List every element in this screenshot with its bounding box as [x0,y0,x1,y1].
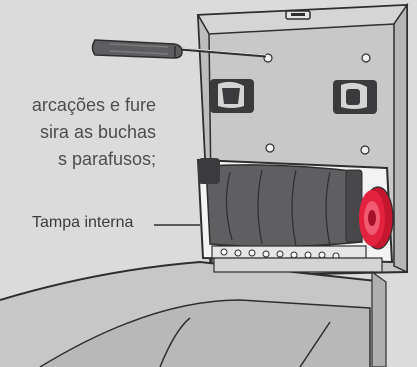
instruction-line-3: s parafusos; [57,149,156,169]
mounting-hole [265,143,275,153]
front-lid [0,257,387,367]
mounting-hole [361,53,371,63]
inner-cover [196,158,394,264]
screwdriver-icon [91,39,267,59]
hinge-right [333,80,377,114]
hinge-left [210,79,254,113]
inner-cover-label: Tampa interna [32,214,134,231]
mounting-hole [360,145,370,155]
instruction-text: arcações e fure sira as buchas s parafus… [0,92,156,173]
instruction-line-1: arcações e fure [31,95,156,115]
instruction-line-2: sira as buchas [39,122,156,142]
red-wheel-icon [359,186,394,250]
